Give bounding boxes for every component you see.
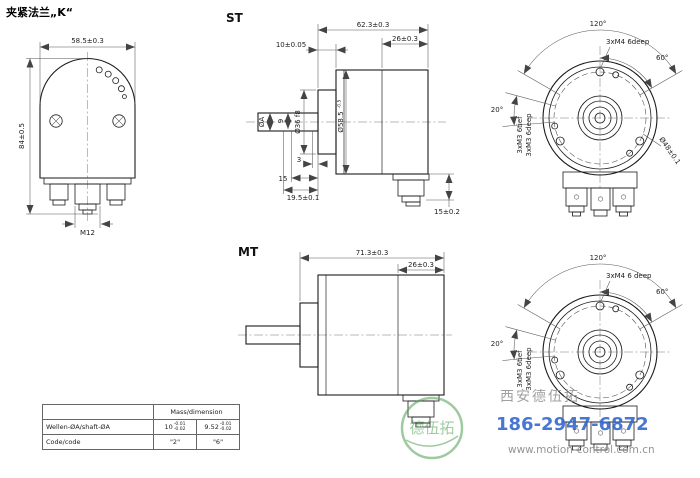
st-rear-angle-20: 20° [491,106,503,114]
st-dim-body-tol: -0.5 [337,99,343,108]
st-dim-flange-thk: 10±0.05 [276,41,306,49]
st-rear-m3-tief-label: 3xM3 6tief [516,116,524,154]
st-dim-9: 9 [277,119,285,123]
mt-rear-m3-holes [551,305,633,391]
st-rear-angle-120: 120° [590,20,607,28]
table-shaft-value-1: 10-0.01-0.02 [153,419,197,435]
st-dim-depth: 62.3±0.3 [357,21,390,29]
st-rear-m3-deep-label: 3xM3 6deep [525,113,533,157]
watermark-website: www.motion-control.com.cn [508,444,655,456]
front-view: 58.5±0.3 84±0.5 M12 [18,37,136,237]
front-body-outline [39,57,136,179]
st-connector [392,173,430,207]
watermark-logo-icon: 德伍拓 [400,396,464,460]
front-screw-left [49,114,63,128]
table-shaft-value-2: 9.52-0.01-0.02 [196,419,240,435]
mt-rear-m4-label: 3xM4 6 deep [606,272,652,280]
st-view-label: ST [226,11,244,25]
dimension-table: Mass/dimension Wellen-ØA/shaft-ØA 10-0.0… [42,404,240,450]
st-dim-shaft-dia: ØA [258,117,266,128]
table-corner-cell [42,404,154,420]
mt-rear-angle-20: 20° [491,340,503,348]
st-rear-m4-label: 3xM4 6deep [606,38,650,46]
watermark-logo-chars: 德伍拓 [409,419,454,437]
front-dim-width: 58.5±0.3 [71,37,104,45]
st-dim-conn: 15±0.2 [434,208,460,216]
table-row-shaft-label: Wellen-ØA/shaft-ØA [42,419,154,435]
front-screw-right [112,114,126,128]
watermark-phone: 186-2947-6872 [496,414,649,435]
st-rear-angle-60: 60° [656,54,668,62]
st-dim-rear: 26±0.3 [392,35,418,43]
page-title: 夹紧法兰„K“ [6,6,73,19]
st-dim-body-dia: Ø58.5 [337,111,345,132]
st-rear-bolt-circle-dim: Ø48±0.1 [657,136,682,166]
mt-view-label: MT [238,245,259,259]
front-dim-height: 84±0.5 [18,123,26,149]
front-dome-holes [95,66,127,99]
table-row-code-label: Code/code [42,434,154,450]
st-dim-15: 15 [279,175,288,183]
st-dim-shaft-len: 19.5±0.1 [287,194,320,202]
front-label-m12: M12 [80,229,95,237]
st-rear-view: 120° 3xM4 6deep 60° 20° 3xM3 6tief 3xM3 … [491,20,683,217]
st-rear-connectors [562,171,638,217]
table-code-value-1: "2" [153,434,197,450]
mt-body [317,274,445,396]
mt-rear-m3-tief-label: 3xM3 6tief [516,350,524,388]
st-dim-flange-dia: Ø36 f8 [294,110,302,134]
mt-rear-connectors [562,405,638,451]
st-dim-3: 3 [297,156,301,164]
mt-rear-m3-deep-label: 3xM3 6deep [525,347,533,391]
table-header: Mass/dimension [153,404,240,420]
mt-dim-rear: 26±0.3 [408,261,434,269]
st-side-view: ST 62.3±0.3 26±0.3 [226,11,460,216]
watermark-company: 西安德伍拓 [500,389,580,405]
mt-rear-angle-60: 60° [656,288,668,296]
mt-dim-depth: 71.3±0.3 [356,249,389,257]
table-code-value-2: "6" [196,434,240,450]
mt-rear-angle-120: 120° [590,254,607,262]
mt-rear-view: 120° 3xM4 6 deep 60° 20° 3xM3 6tief 3xM3… [491,254,683,451]
st-rear-m3-holes [551,71,633,157]
